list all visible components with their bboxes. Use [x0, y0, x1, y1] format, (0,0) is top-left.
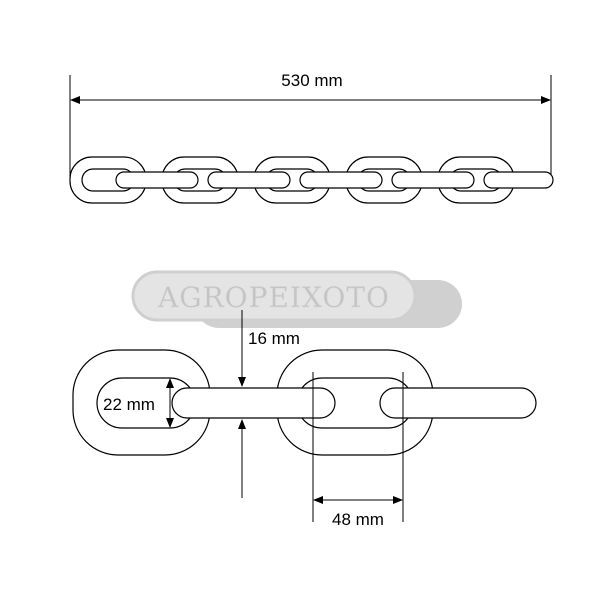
chain-bar-5 — [483, 171, 554, 189]
watermark-text: AGROPEIXOTO — [157, 281, 390, 314]
inner-length-label: 48 mm — [332, 510, 384, 529]
wire-diameter-dimension: 16 mm — [238, 310, 300, 498]
chain-bar-4 — [391, 171, 475, 189]
detail-link-middle-bar — [171, 387, 336, 419]
total-length-dimension: 530 mm — [69, 71, 552, 178]
total-length-label: 530 mm — [281, 71, 342, 90]
detail-link-end-bar — [379, 387, 537, 419]
inner-length-dimension: 48 mm — [312, 372, 404, 529]
wire-diameter-label: 16 mm — [248, 329, 300, 348]
top-chain — [69, 156, 554, 204]
chain-bar-1 — [115, 171, 199, 189]
chain-bar-2 — [207, 171, 291, 189]
inner-width-label: 22 mm — [103, 395, 155, 414]
watermark-logo: AGROPEIXOTO — [131, 270, 462, 328]
detail-chain — [72, 349, 537, 456]
inner-width-dimension: 22 mm — [103, 378, 174, 428]
chain-bar-3 — [299, 171, 383, 189]
